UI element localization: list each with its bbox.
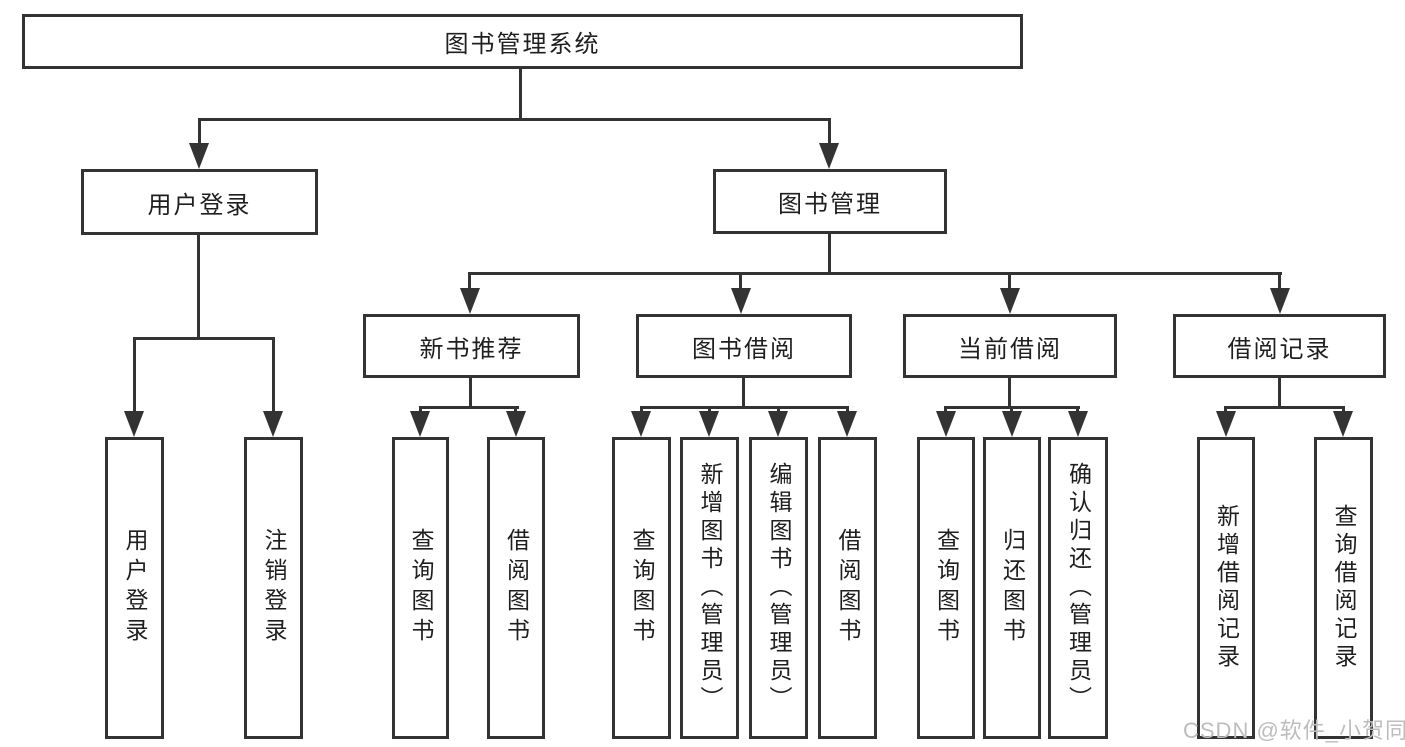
connector-line <box>519 69 522 118</box>
arrow-down-icon <box>1270 288 1290 314</box>
connector-line <box>1278 272 1281 290</box>
arrow-down-icon <box>506 411 526 437</box>
arrow-down-icon <box>1216 411 1236 437</box>
arrow-down-icon <box>1002 411 1022 437</box>
leaf-current-query-books-label: 查询图书 <box>933 528 960 648</box>
leaf-borrowing-query-books-label: 查询图书 <box>629 528 655 648</box>
connector-line <box>514 406 517 414</box>
connector-line <box>1224 406 1227 414</box>
leaf-logout: 注销登录 <box>244 437 303 739</box>
node-book-management-label: 图书管理 <box>778 191 882 218</box>
arrow-down-icon <box>768 411 788 437</box>
connector-line <box>742 378 745 406</box>
arrow-down-icon <box>460 288 480 314</box>
connector-line <box>1008 378 1011 406</box>
leaf-recommend-borrow-books: 借阅图书 <box>487 437 545 739</box>
leaf-add-books-admin: 新增图书（管理员） <box>680 437 739 739</box>
arrow-down-icon <box>189 143 209 169</box>
node-new-book-recommend: 新书推荐 <box>363 314 580 378</box>
connector-line <box>1225 406 1345 409</box>
connector-line <box>419 406 422 414</box>
node-root-label: 图书管理系统 <box>444 31 601 58</box>
leaf-return-books: 归还图书 <box>983 437 1041 739</box>
node-current-borrowing-label: 当前借阅 <box>958 335 1062 363</box>
connector-line <box>1342 406 1345 414</box>
connector-line <box>1010 406 1013 414</box>
leaf-add-books-admin-label: 新增图书（管理员） <box>697 462 723 714</box>
arrow-down-icon <box>124 411 144 437</box>
connector-line <box>272 337 275 413</box>
node-user-login: 用户登录 <box>81 169 318 235</box>
connector-line <box>133 337 136 413</box>
node-current-borrowing: 当前借阅 <box>903 314 1117 378</box>
arrow-down-icon <box>263 411 283 437</box>
leaf-query-borrow-record: 查询借阅记录 <box>1314 437 1373 739</box>
connector-line <box>828 118 831 145</box>
leaf-current-query-books: 查询图书 <box>917 437 975 739</box>
arrow-down-icon <box>731 288 751 314</box>
leaf-add-borrow-record-label: 新增借阅记录 <box>1213 504 1240 672</box>
leaf-return-books-label: 归还图书 <box>999 528 1026 648</box>
connector-line <box>198 118 201 145</box>
arrow-down-icon <box>837 411 857 437</box>
node-borrowing-records: 借阅记录 <box>1173 314 1386 378</box>
leaf-borrowing-borrow-books-label: 借阅图书 <box>835 528 861 648</box>
node-book-borrowing: 图书借阅 <box>636 314 852 378</box>
leaf-confirm-return-admin-label: 确认归还（管理员） <box>1065 462 1092 714</box>
arrow-down-icon <box>1000 288 1020 314</box>
leaf-borrowing-borrow-books: 借阅图书 <box>818 437 877 739</box>
arrow-down-icon <box>1333 411 1353 437</box>
node-book-management: 图书管理 <box>713 169 947 234</box>
connector-line <box>944 406 947 414</box>
node-root: 图书管理系统 <box>22 14 1023 69</box>
connector-line <box>777 406 780 414</box>
connector-line <box>1278 378 1281 406</box>
leaf-borrowing-query-books: 查询图书 <box>612 437 671 739</box>
connector-line <box>828 234 831 272</box>
leaf-user-login: 用户登录 <box>105 437 164 739</box>
leaf-user-login-label: 用户登录 <box>122 528 148 648</box>
arrow-down-icon <box>631 411 651 437</box>
node-book-borrowing-label: 图书借阅 <box>692 335 796 363</box>
leaf-query-borrow-record-label: 查询借阅记录 <box>1331 504 1357 672</box>
leaf-recommend-query-books-label: 查询图书 <box>408 528 434 648</box>
connector-line <box>846 406 849 414</box>
leaf-edit-books-admin-label: 编辑图书（管理员） <box>766 462 792 714</box>
connector-line <box>1076 406 1079 414</box>
leaf-recommend-borrow-books-label: 借阅图书 <box>503 528 530 648</box>
csdn-watermark: CSDN @软件_小贺同学 <box>1183 718 1405 743</box>
connector-line <box>197 235 200 337</box>
connector-line <box>708 406 711 414</box>
node-user-login-label: 用户登录 <box>147 191 252 219</box>
arrow-down-icon <box>1068 411 1088 437</box>
arrow-down-icon <box>936 411 956 437</box>
connector-line <box>133 337 275 340</box>
connector-line <box>640 406 643 414</box>
leaf-recommend-query-books: 查询图书 <box>392 437 449 739</box>
connector-line <box>419 406 519 409</box>
connector-line <box>468 272 471 290</box>
connector-line <box>640 406 849 409</box>
connector-line <box>468 272 1282 275</box>
connector-line <box>739 272 742 290</box>
arrow-down-icon <box>819 143 839 169</box>
node-borrowing-records-label: 借阅记录 <box>1227 335 1332 363</box>
leaf-confirm-return-admin: 确认归还（管理员） <box>1048 437 1108 739</box>
leaf-logout-label: 注销登录 <box>261 528 287 648</box>
connector-line <box>1008 272 1011 290</box>
arrow-down-icon <box>699 411 719 437</box>
leaf-edit-books-admin: 编辑图书（管理员） <box>749 437 808 739</box>
connector-line <box>469 378 472 406</box>
node-new-book-recommend-label: 新书推荐 <box>419 335 524 363</box>
connector-line <box>198 118 831 121</box>
leaf-add-borrow-record: 新增借阅记录 <box>1197 437 1255 739</box>
arrow-down-icon <box>410 411 430 437</box>
